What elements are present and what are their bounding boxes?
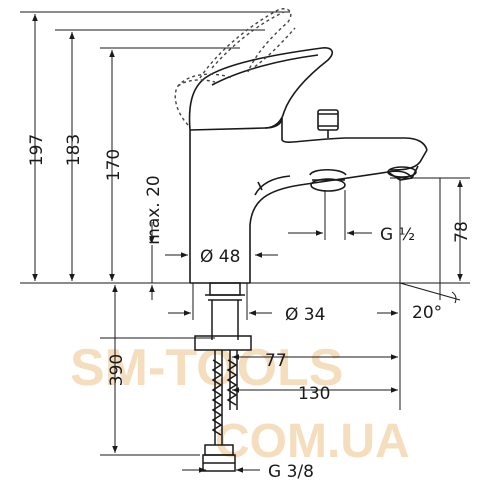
watermark-line2: COM.UA	[215, 415, 410, 468]
vertical-dimensions	[32, 14, 463, 453]
label-angle20: 20°	[412, 303, 442, 323]
extension-lines	[20, 11, 470, 456]
label-77: 77	[265, 351, 287, 371]
label-390: 390	[107, 354, 127, 386]
label-max20: max. 20	[144, 175, 164, 244]
horizontal-dimensions	[165, 230, 461, 473]
label-d34: Ø 34	[285, 305, 325, 325]
label-d48: Ø 48	[200, 247, 240, 267]
label-183: 183	[64, 134, 84, 166]
label-g38: G 3/8	[268, 462, 314, 482]
label-130: 130	[298, 384, 330, 404]
supply-hoses	[194, 282, 252, 472]
faucet-body	[188, 47, 428, 284]
label-78: 78	[452, 221, 472, 243]
label-197: 197	[27, 134, 47, 166]
dimension-labels: 197 183 170 max. 20 Ø 48 G ½ 78 Ø 34 20°…	[27, 134, 472, 482]
label-170: 170	[104, 149, 124, 181]
label-g12: G ½	[380, 225, 415, 245]
handle-alternate-positions	[174, 8, 296, 126]
